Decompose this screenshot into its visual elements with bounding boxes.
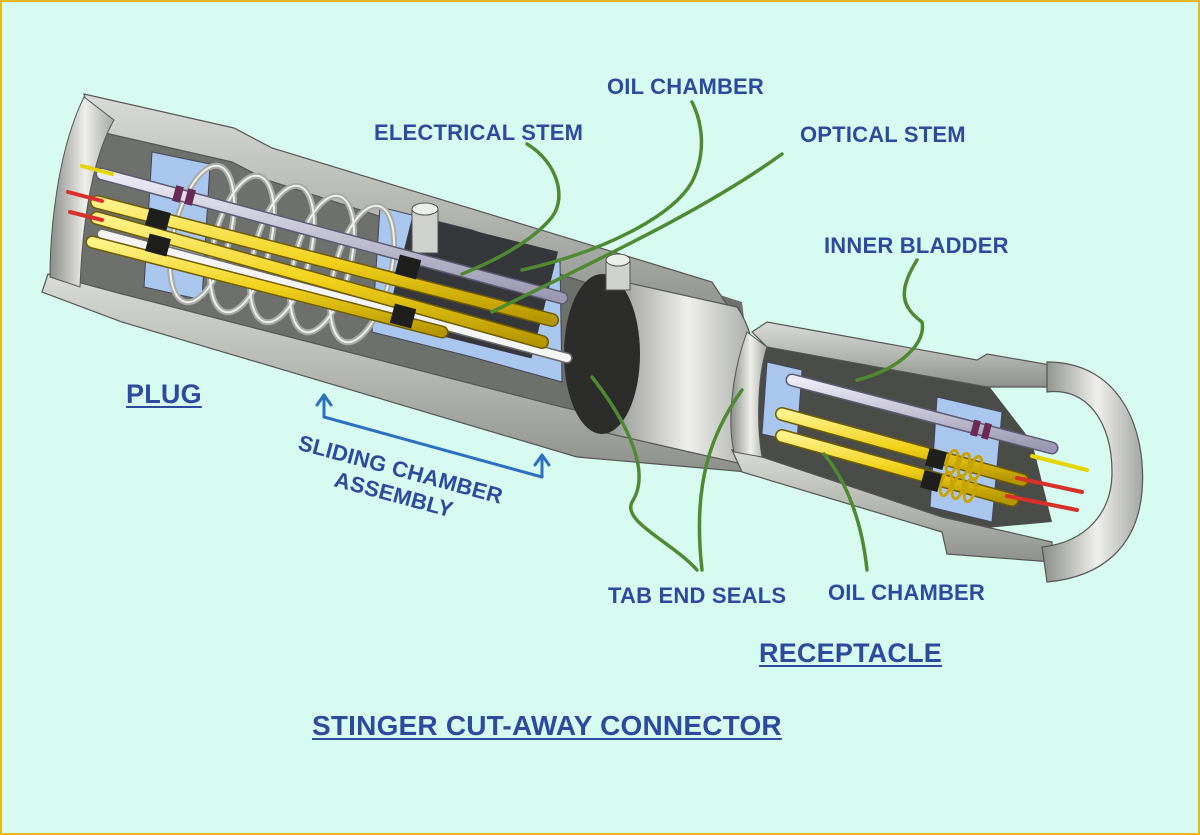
leader-tab-end-seal-2 — [697, 388, 744, 572]
receptacle-lead-wires — [1005, 454, 1089, 512]
leader-tab-end-seal-1 — [590, 375, 699, 572]
label-oil-chamber-bottom: OIL CHAMBER — [828, 580, 986, 605]
leader-optical-stem — [490, 152, 784, 314]
plug-assembly — [41, 93, 762, 473]
plug-alignment-pin-2 — [605, 253, 631, 291]
plug-rear-cup-cavity — [564, 274, 640, 434]
plug-lead-wires — [66, 164, 114, 222]
receptacle-front-cup — [730, 331, 768, 458]
sliding-chamber-arrow — [315, 393, 551, 479]
leader-inner-bladder — [855, 258, 925, 382]
label-optical-stem: OPTICAL STEM — [800, 122, 966, 147]
plug-electrical-stem — [95, 167, 569, 305]
receptacle-spring-contacts — [938, 448, 984, 504]
leader-oil-chamber-bottom — [822, 452, 869, 572]
diagram-title: STINGER CUT-AWAY CONNECTOR — [312, 710, 782, 741]
receptacle-rear-bore — [1041, 361, 1144, 583]
plug-optical-stem — [96, 228, 573, 364]
label-tab-end-seals: TAB END SEALS — [608, 583, 787, 608]
label-oil-chamber-top: OIL CHAMBER — [607, 74, 765, 99]
plug-front-bore — [49, 96, 115, 288]
receptacle-black-sleeves — [919, 447, 948, 493]
plug-alignment-pin-1 — [411, 202, 439, 254]
plug-yellow-conductors — [85, 195, 559, 349]
receptacle-inner-bladder-stem — [785, 373, 1059, 455]
leader-oil-chamber-top — [520, 100, 704, 272]
label-plug: PLUG — [126, 379, 202, 409]
label-receptacle: RECEPTACLE — [759, 638, 943, 668]
leader-lines — [460, 100, 925, 572]
label-inner-bladder: INNER BLADDER — [824, 233, 1009, 258]
plug-black-sleeves — [145, 207, 422, 329]
leader-electrical-stem — [460, 142, 561, 276]
receptacle-assembly — [730, 321, 1144, 583]
label-electrical-stem: ELECTRICAL STEM — [374, 120, 584, 145]
